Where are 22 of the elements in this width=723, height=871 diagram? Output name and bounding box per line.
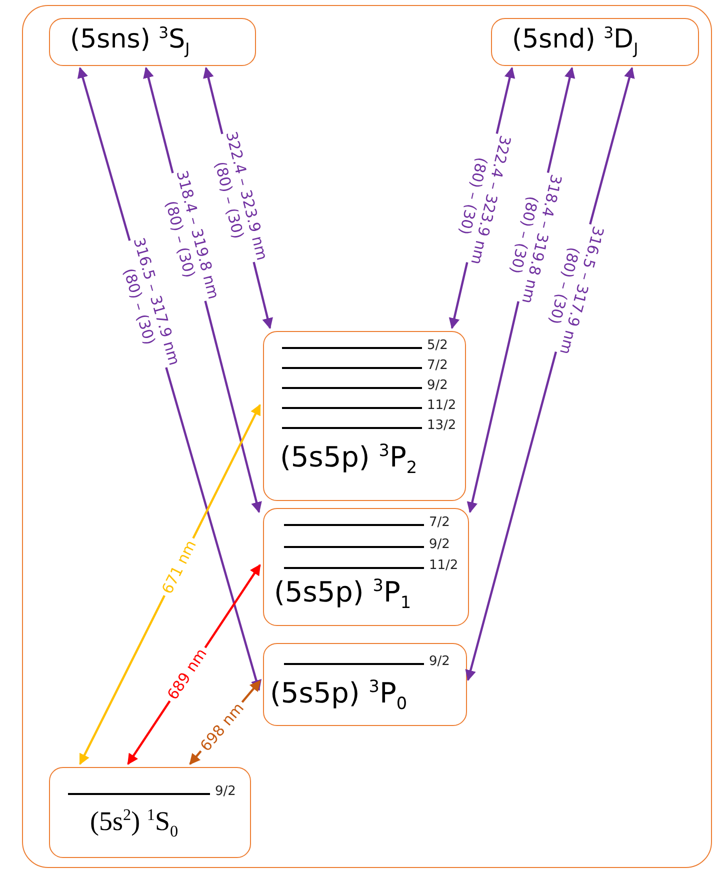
term-symbol: (5s5p) $^{3}$P$_{0}$ xyxy=(270,676,408,713)
quantum-number-label: 11/2 xyxy=(429,558,458,573)
energy-level-box xyxy=(263,643,467,726)
energy-level-box xyxy=(49,767,251,858)
quantum-number-label: 7/2 xyxy=(429,515,450,530)
quantum-number-label: 9/2 xyxy=(215,784,236,799)
energy-level-box xyxy=(263,331,466,501)
quantum-number-label: 9/2 xyxy=(427,378,448,393)
quantum-number-label: 5/2 xyxy=(427,338,448,353)
term-symbol: (5s5p) $^{3}$P$_{2}$ xyxy=(280,440,418,477)
quantum-number-label: 13/2 xyxy=(427,418,456,433)
quantum-number-label: 11/2 xyxy=(427,398,456,413)
term-symbol: (5snd) $^{3}$D$_{J}$ xyxy=(512,24,638,58)
term-symbol: (5s5p) $^{3}$P$_{1}$ xyxy=(274,575,412,612)
quantum-number-label: 9/2 xyxy=(429,654,450,669)
energy-level-box xyxy=(263,508,469,626)
term-symbol: (5s$^{2}$) $^{1}$S$_{0}$ xyxy=(90,806,178,842)
quantum-number-label: 9/2 xyxy=(429,537,450,552)
energy-level-box xyxy=(49,18,256,66)
term-symbol: (5sns) $^{3}$S$_{J}$ xyxy=(70,24,190,58)
energy-level-box xyxy=(491,18,699,66)
quantum-number-label: 7/2 xyxy=(427,358,448,373)
